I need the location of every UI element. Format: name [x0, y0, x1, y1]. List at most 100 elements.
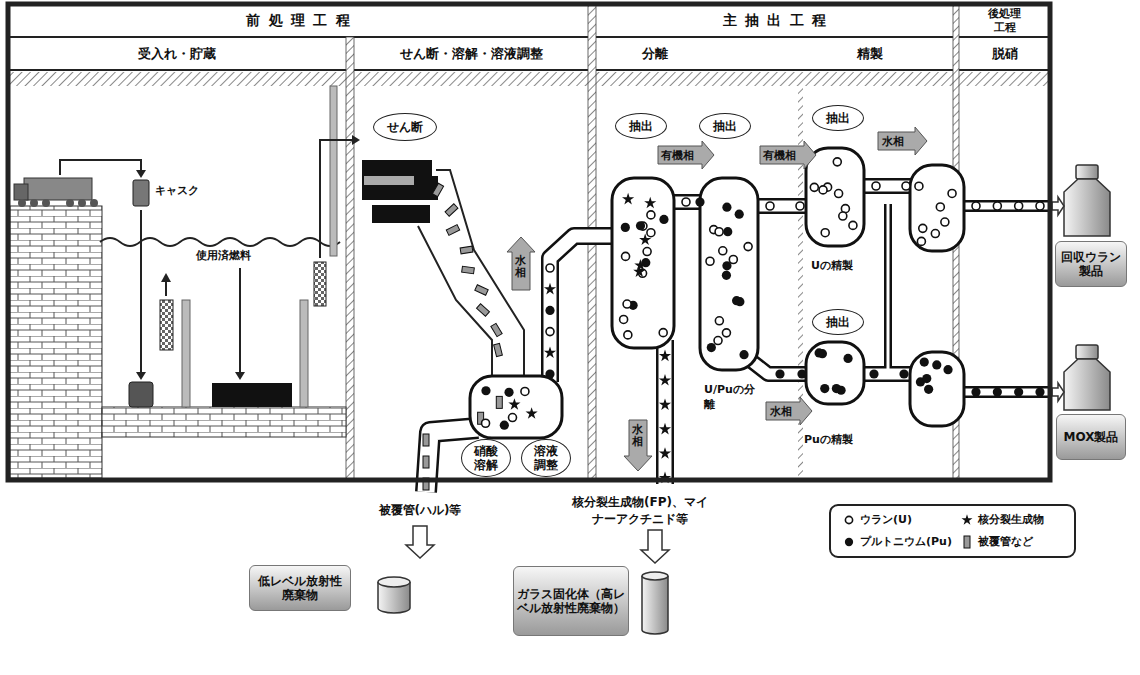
particle — [739, 350, 748, 359]
particle — [915, 182, 923, 190]
storage-illustration — [161, 273, 171, 282]
particle — [545, 369, 554, 378]
storage-illustration — [60, 160, 141, 175]
storage-illustration — [136, 170, 146, 178]
storage-illustration — [239, 268, 241, 372]
particle — [546, 264, 554, 272]
particle — [445, 204, 458, 217]
particle — [644, 197, 656, 209]
node-text: 抽出 — [713, 119, 737, 133]
particle — [744, 243, 752, 251]
particle — [622, 193, 634, 205]
particle — [1014, 387, 1023, 396]
particle — [722, 329, 730, 337]
storage-illustration — [42, 199, 50, 207]
particle — [545, 306, 554, 315]
phase-arrows — [624, 420, 652, 471]
particle — [423, 456, 429, 468]
phase-arrows — [507, 237, 535, 290]
legend-swatch — [960, 513, 974, 527]
particle — [643, 248, 651, 256]
particle — [636, 221, 645, 230]
pipe — [962, 386, 1049, 398]
particle — [526, 407, 538, 419]
node-text: 回収ウラン製品 — [1059, 250, 1123, 279]
particle — [941, 218, 949, 226]
outer-frame — [8, 4, 1050, 480]
particle — [796, 202, 804, 210]
particle — [622, 252, 630, 260]
particle — [820, 384, 829, 393]
storage-illustration — [14, 184, 28, 200]
storage-illustration — [300, 300, 308, 407]
node-text: 抽出 — [826, 111, 850, 125]
vessel — [806, 342, 864, 404]
particle — [706, 257, 714, 265]
particle — [722, 203, 731, 212]
shear-dissolver-illustration — [362, 160, 438, 200]
particle — [714, 337, 722, 345]
particle — [993, 202, 1001, 210]
storage-illustration — [90, 199, 98, 207]
particle — [481, 386, 490, 395]
particle — [832, 384, 841, 393]
particle — [491, 323, 502, 336]
particle — [659, 329, 667, 337]
particle — [643, 248, 651, 256]
waste-containers — [378, 577, 410, 587]
particle — [819, 186, 827, 194]
particle — [810, 183, 818, 191]
particle — [922, 374, 931, 383]
frame-grid — [8, 4, 1050, 480]
particle — [682, 198, 690, 206]
shear-dissolver-illustration — [436, 170, 524, 376]
particle — [899, 369, 908, 378]
pipe — [659, 340, 672, 484]
storage-illustration — [212, 383, 292, 407]
particle — [1015, 202, 1023, 210]
particle — [839, 212, 847, 220]
process-oval: 抽出 — [812, 309, 864, 335]
text-label: U/Puの分離 — [704, 382, 760, 412]
storage-illustration — [78, 199, 86, 207]
particle — [902, 182, 910, 190]
particle — [920, 357, 929, 366]
particle — [509, 414, 517, 422]
particle — [1015, 202, 1023, 210]
particle — [948, 189, 956, 197]
stage-header: 前処理工程 — [8, 4, 588, 37]
storage-illustration — [235, 372, 245, 380]
particle — [924, 385, 933, 394]
particle — [972, 202, 980, 210]
particle — [849, 221, 857, 229]
storage-illustration — [330, 86, 337, 256]
storage-illustration — [320, 140, 352, 258]
particle — [423, 434, 429, 446]
frame-grid — [346, 37, 354, 480]
shear-dissolver-illustration — [362, 160, 524, 376]
legend-swatch — [960, 535, 974, 549]
particle — [659, 423, 671, 435]
particle — [722, 261, 731, 270]
node-text: 抽出 — [826, 315, 850, 329]
particle — [943, 365, 952, 374]
particle — [545, 369, 554, 378]
text-label: 水相 — [770, 404, 792, 419]
particle — [641, 258, 650, 267]
shear-dissolver-illustration — [372, 205, 430, 223]
node-text: せん断 — [387, 120, 423, 134]
phase-label: 水相 — [632, 424, 643, 448]
particle — [936, 203, 944, 211]
particle — [659, 398, 671, 410]
particle — [659, 329, 667, 337]
storage-illustration — [102, 407, 346, 437]
particle — [972, 202, 980, 210]
particle — [481, 386, 490, 395]
particle — [835, 190, 843, 198]
particle — [647, 211, 655, 219]
particle — [508, 398, 520, 410]
particle — [833, 158, 841, 166]
pipe — [962, 203, 1049, 210]
waste-containers — [641, 530, 669, 563]
product-bottles — [1064, 359, 1110, 410]
